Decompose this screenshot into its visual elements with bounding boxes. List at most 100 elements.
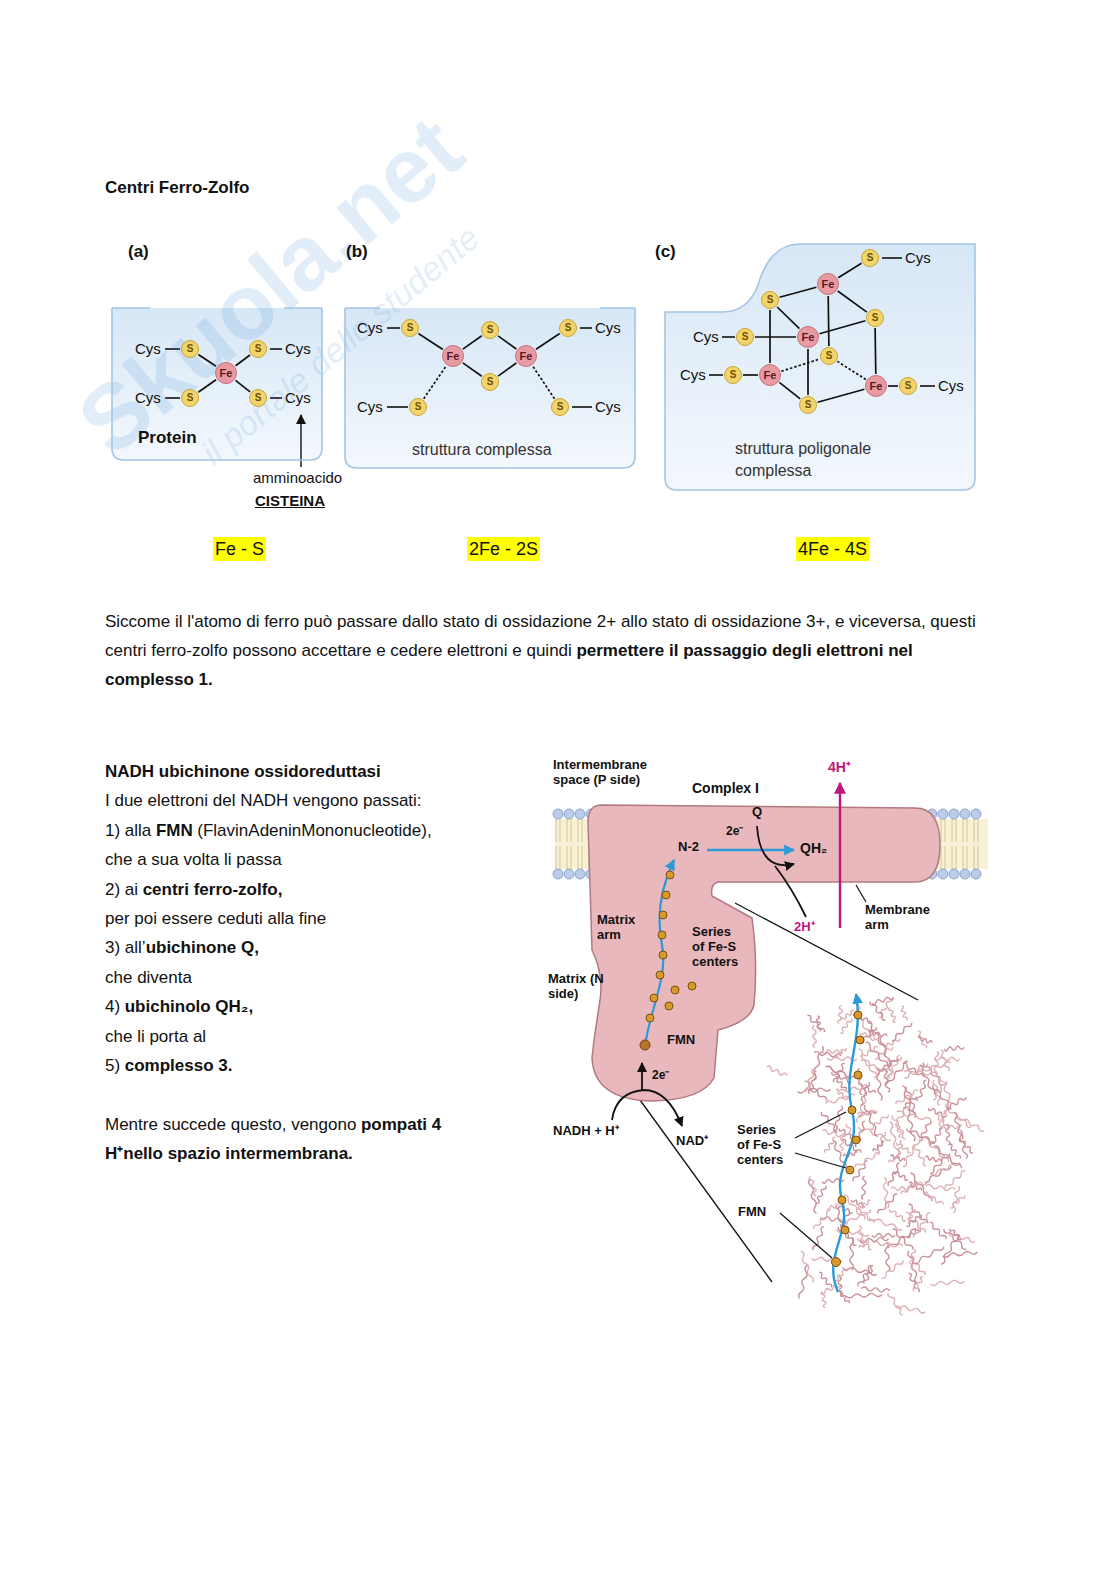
protein-ribbon — [893, 1229, 913, 1249]
lipid-tail — [556, 819, 557, 842]
protein-ribbon — [858, 1238, 872, 1249]
line-element — [795, 1112, 846, 1138]
text-line: che diventa — [105, 963, 545, 992]
atom-symbol: S — [742, 332, 749, 342]
protein-ribbon — [939, 1110, 946, 1129]
protein-ribbon — [888, 1293, 903, 1315]
bond-line — [820, 321, 866, 334]
pocket-border — [112, 308, 322, 460]
protein-ribbon — [904, 1071, 937, 1076]
lipid-head — [960, 809, 970, 819]
bond-line — [838, 291, 867, 312]
fe-s-center-dot — [646, 1014, 654, 1022]
text-block: Siccome il l'atomo di ferro può passare … — [105, 607, 1000, 694]
protein-ribbon — [944, 1046, 964, 1051]
protein-ribbon — [835, 1106, 843, 1131]
lipid-tail — [567, 819, 568, 842]
protein-ribbon — [918, 1037, 932, 1043]
protein-ribbon — [821, 1292, 826, 1308]
line-element — [572, 406, 592, 408]
body-text: 4) — [105, 997, 120, 1016]
protein-ribbon — [920, 1065, 935, 1095]
bond-line — [236, 380, 251, 391]
protein-ribbon — [872, 1234, 895, 1238]
body-text: 3) all’ — [105, 938, 146, 957]
iron-atom: Fe — [865, 375, 887, 397]
body-text: 2) ai — [105, 880, 138, 899]
atom-symbol: Fe — [520, 351, 533, 362]
bond-line — [236, 355, 250, 366]
residue-name: Cys — [135, 389, 161, 406]
text-line: Mentre succede questo, vengonopompati 4 — [105, 1110, 545, 1139]
sulfur-atom: S — [249, 340, 267, 358]
atom-symbol: S — [487, 377, 494, 387]
lipid-tail — [582, 846, 583, 869]
fe-s-center-dot — [662, 891, 670, 899]
panel-letter: (a) — [128, 242, 149, 262]
text-line — [105, 1080, 545, 1109]
lipid-tail — [963, 819, 964, 842]
atom-symbol: S — [255, 344, 262, 354]
protein-ribbon — [924, 1166, 951, 1182]
bond-line — [418, 334, 443, 350]
protein-ribbon — [910, 1249, 916, 1268]
lipid-tail — [941, 819, 942, 842]
line-element — [795, 1153, 846, 1168]
protein-ribbon — [873, 1241, 903, 1247]
line-element — [882, 257, 902, 259]
iron-atom: Fe — [817, 273, 839, 295]
protein-ribbon — [861, 1046, 877, 1057]
lipid-head — [938, 809, 948, 819]
protein-ribbon — [870, 1001, 885, 1020]
lipid-head — [564, 809, 574, 819]
text-line: 1) allaFMN(FlavinAdeninMononucleotide), — [105, 816, 545, 845]
line-element — [780, 1213, 832, 1258]
line-element — [580, 327, 592, 329]
lipid-tail — [556, 846, 557, 869]
body-text: che diventa — [105, 968, 192, 987]
line-element — [270, 397, 282, 399]
zoom-line — [735, 903, 918, 1000]
protein-ribbon — [838, 1277, 843, 1297]
bold-text: pompati 4 — [361, 1115, 441, 1134]
annotation: CISTEINA — [255, 492, 325, 509]
protein-ribbon — [859, 1238, 870, 1248]
panel-letter: (c) — [655, 242, 676, 262]
fe-s-center-dot — [658, 931, 666, 939]
residue-name: Cys — [693, 328, 719, 345]
protein-ribbon — [884, 1039, 900, 1048]
protein-ribbon — [941, 1235, 958, 1264]
bond-line — [463, 336, 482, 349]
lipid-tail — [578, 846, 579, 869]
region-label: Matrix (N side) — [548, 972, 610, 1002]
protein-ribbon — [846, 1293, 882, 1297]
bond-line — [874, 328, 876, 374]
lipid-tail — [978, 819, 979, 842]
protein-ribbon — [932, 1163, 961, 1175]
body-text: che li porta al — [105, 1027, 206, 1046]
molecule-label: Q — [752, 805, 762, 820]
protein-ribbon — [826, 1066, 859, 1079]
text-line: 4)ubichinolo QH₂, — [105, 992, 545, 1021]
protein-ribbon — [822, 1130, 845, 1137]
protein-ribbon — [888, 1163, 900, 1186]
protein-ribbon — [934, 1051, 938, 1076]
protein-ribbon — [917, 1080, 926, 1101]
protein-ribbon — [953, 1186, 960, 1212]
lipid-head — [949, 809, 959, 819]
bond-line — [777, 307, 799, 329]
sulfur-atom: S — [820, 347, 838, 365]
residue-name: Cys — [357, 398, 383, 415]
sulfur-atom: S — [401, 319, 419, 337]
protein-ribbon — [808, 1071, 816, 1094]
protein-ribbon — [819, 1272, 832, 1287]
fe-s-dots — [832, 1011, 865, 1267]
shape-text: Complex I — [692, 780, 759, 796]
circle-element — [832, 1258, 841, 1267]
lipid-tail — [952, 846, 953, 869]
shape-text: struttura poligonale complessa — [735, 438, 913, 482]
shape-text: Matrix arm — [597, 913, 647, 943]
protein-ribbon — [941, 1050, 950, 1071]
leader-line — [856, 885, 866, 902]
